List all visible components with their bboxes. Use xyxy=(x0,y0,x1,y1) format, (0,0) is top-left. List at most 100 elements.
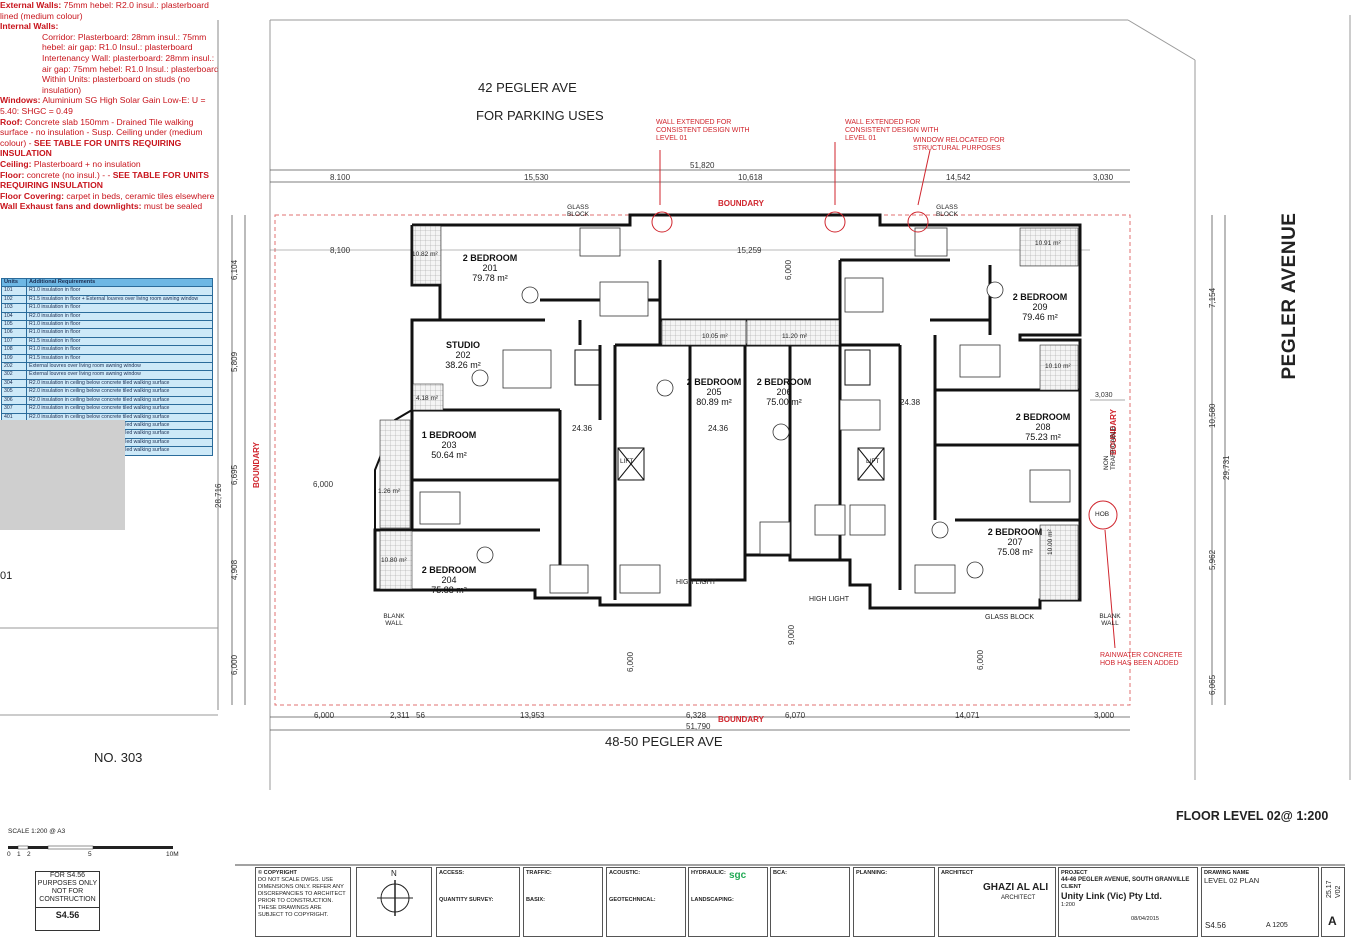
rl-label-3: 24.38 xyxy=(900,398,921,407)
lifts xyxy=(574,349,885,481)
dim-bottom: 14,071 xyxy=(955,711,980,720)
bca-cell: BCA: xyxy=(770,867,850,937)
rl-label-2: 24.36 xyxy=(708,424,729,433)
balcony-area: 4.18 m² xyxy=(416,395,439,402)
dim-left: 5,809 xyxy=(230,351,239,372)
dim-left: 6,695 xyxy=(230,464,239,485)
specification-notes: External Walls: 75mm hebel: R2.0 insul.:… xyxy=(0,0,220,212)
balcony-area: 11.20 m² xyxy=(782,333,808,340)
dim-right: 5,962 xyxy=(1208,549,1217,570)
dim-inner: 6,000 xyxy=(784,259,793,280)
dim-right: 10,580 xyxy=(1208,403,1217,428)
furniture xyxy=(419,227,1071,594)
exhaust-text: must be sealed xyxy=(141,201,203,212)
dim-top: 3,030 xyxy=(1093,173,1114,182)
dim-right: 6,065 xyxy=(1208,674,1217,695)
floor-see: SEE TABLE FOR UNITS REQUIRING INSULATION xyxy=(0,169,209,191)
architect-cell: ARCHITECT GHAZI AL ALI ARCHITECT xyxy=(938,867,1056,937)
dim-left-inner: 6,000 xyxy=(313,480,334,489)
planning-cell: PLANNING: xyxy=(853,867,935,937)
revision-cell: 25.17 V02 A xyxy=(1321,867,1345,937)
street-name: PEGLER AVENUE xyxy=(1279,212,1300,380)
neighbour-building xyxy=(0,420,125,530)
lift-label-2: LIFT xyxy=(866,458,880,465)
dim-bottom: 2,311 xyxy=(390,711,410,720)
south-neighbour: 48-50 PEGLER AVE xyxy=(605,734,723,749)
wall-extended-note-1: WALL EXTENDED FOR CONSISTENT DESIGN WITH… xyxy=(656,119,750,142)
dim-top: 14,542 xyxy=(946,173,971,182)
dim-top-overall: 51,820 xyxy=(690,161,715,170)
unit-requirement: External louvres over living room awning… xyxy=(26,370,213,380)
status-stamp: FOR S4.56 PURPOSES ONLY NOT FOR CONSTRUC… xyxy=(35,871,100,931)
boundary-label-top: BOUNDARY xyxy=(718,199,764,208)
within-units-note: Within Units: plasterboard on studs (no … xyxy=(42,74,191,95)
covering-text: carpet in beds, ceramic tiles elsewhere xyxy=(63,190,215,201)
drawing-cell: DRAWING NAME LEVEL 02 PLAN S4.56 A 1205 xyxy=(1201,867,1319,937)
left-fragment: 01 xyxy=(0,570,13,582)
windows-label: Windows: xyxy=(0,95,41,106)
windows-text: Aluminium SG High Solar Gain Low-E: U = … xyxy=(0,95,206,116)
roof-label: Roof: xyxy=(0,116,23,127)
dim-bottom: 3,000 xyxy=(1094,711,1115,720)
dim-bottom-overall: 51,790 xyxy=(686,722,711,731)
dim-right-overall: 29,731 xyxy=(1222,455,1231,480)
unit-requirement: R2.0 insulation in ceiling below concret… xyxy=(26,387,213,397)
balconies xyxy=(379,225,1079,601)
window-relocated-note: WINDOW RELOCATED FOR STRUCTURAL PURPOSES xyxy=(913,137,1005,152)
dim-inner: 6,000 xyxy=(976,649,985,670)
project-cell: PROJECT 44-46 PEGLER AVENUE, SOUTH GRANV… xyxy=(1058,867,1198,937)
roof-text: Concrete slab 150mm - Drained Tile walki… xyxy=(0,116,203,148)
high-light-label-1: HIGH LIGHT xyxy=(676,579,717,586)
scale-tick: 1 xyxy=(17,851,21,858)
dim-left-overall: 28,716 xyxy=(214,483,223,508)
dim-bottom: 6,070 xyxy=(785,711,806,720)
boundary-label-bottom: BOUNDARY xyxy=(718,715,764,724)
scale-bar-icon xyxy=(8,845,173,850)
dim-top: 8,100 xyxy=(330,246,351,255)
corridor-note: Corridor: Plasterboard: 28mm insul.: 75m… xyxy=(42,31,207,53)
dim-top: 15,259 xyxy=(737,246,762,255)
ext-walls-text: 75mm hebel: R2.0 insul.: plasterboard li… xyxy=(0,0,209,21)
wall-extended-note-2: WALL EXTENDED FOR CONSISTENT DESIGN WITH… xyxy=(845,119,939,142)
ext-walls-label: External Walls: xyxy=(0,0,62,10)
balcony-area: 10.05 m² xyxy=(702,333,728,340)
traffic-cell: TRAFFIC: BASIX: xyxy=(523,867,603,937)
balcony-area: 10.91 m² xyxy=(1035,240,1061,247)
north-neighbour: 42 PEGLER AVE xyxy=(478,80,577,95)
dim-top: 10,618 xyxy=(738,173,763,182)
balcony-area: 10.82 m² xyxy=(412,251,438,258)
exhaust-label: Wall Exhaust fans and downlights: xyxy=(0,201,142,212)
north-cell: N xyxy=(356,867,432,937)
roof-see: SEE TABLE FOR UNITS REQUIRING INSULATION xyxy=(0,137,182,159)
floor-label: Floor: xyxy=(0,169,25,180)
rl-label-1: 24.36 xyxy=(572,424,593,433)
dim-inner: 9,000 xyxy=(787,624,796,645)
non-trafficable-label: NON TRAFFICABLE xyxy=(1103,425,1117,470)
balcony-area: 10.10 m² xyxy=(1045,363,1071,370)
ceiling-label: Ceiling: xyxy=(0,158,32,169)
access-cell: ACCESS: QUANTITY SURVEY: xyxy=(436,867,520,937)
boundary-markers xyxy=(651,142,1118,649)
blank-wall-label-1: BLANK WALL xyxy=(383,613,405,627)
unit-requirement: R2.0 insulation in ceiling below concret… xyxy=(26,378,213,389)
dim-left: 6,000 xyxy=(230,654,239,675)
dim-left: 6,104 xyxy=(230,259,239,280)
dim-bottom: 13,953 xyxy=(520,711,545,720)
hydraulic-cell: HYDRAULIC: sgc LANDSCAPING: xyxy=(688,867,768,937)
drawing-title: FLOOR LEVEL 02@ 1:200 xyxy=(1176,809,1329,823)
scale-tick: 5 xyxy=(88,851,92,858)
scale-tick: 2 xyxy=(27,851,31,858)
scale-tick: 10M xyxy=(166,851,179,858)
unit-requirement: R2.0 insulation in ceiling below concret… xyxy=(26,404,213,414)
north-use: FOR PARKING USES xyxy=(476,108,604,123)
